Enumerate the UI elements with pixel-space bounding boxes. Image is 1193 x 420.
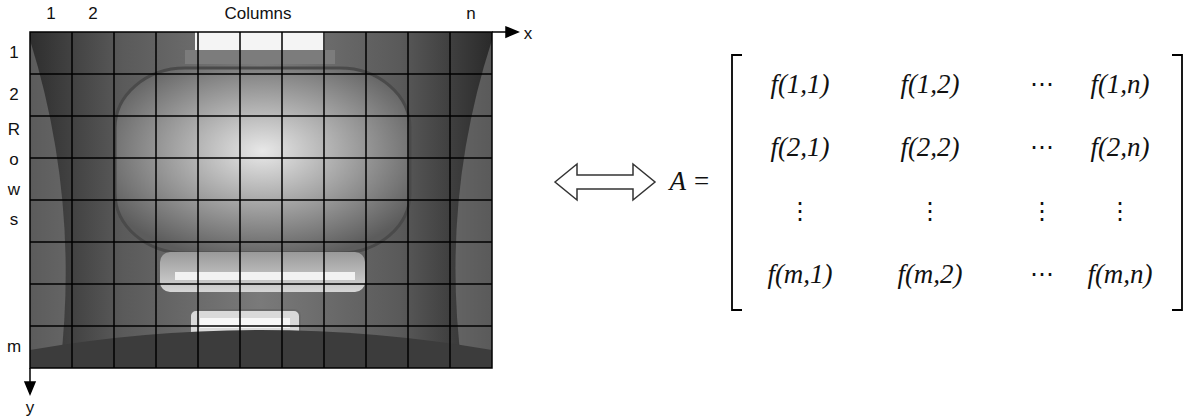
axes [25,27,518,394]
right-bracket [1172,55,1182,310]
row-number: 1 [9,43,18,63]
axis-title: Columns [224,4,291,24]
matrix-entry: f(2,2) [900,132,959,163]
matrix-dots: ⋯ [1030,134,1054,162]
matrix-entry: f(1,n) [1090,69,1149,100]
matrix-dots: ⋯ [1030,261,1054,289]
grid-border [30,32,492,368]
matrix-dots: ⋮ [788,198,812,226]
column-number: 1 [46,4,55,24]
row-number: 2 [9,85,18,105]
matrix-entry: f(m,n) [1087,259,1152,290]
matrix-entry: f(m,2) [897,259,962,290]
x-arrowhead [506,27,518,37]
photo-rim [185,50,335,64]
left-bracket [732,55,742,310]
photo-bottom [30,330,492,368]
double-arrow [555,164,655,200]
axis-title-letter: o [9,150,18,170]
photo-bar [160,252,365,292]
axis-name: y [26,398,35,418]
matrix-entry: f(2,n) [1090,132,1149,163]
row-number: m [7,337,21,357]
matrix-entry: f(1,1) [770,69,829,100]
matrix-dots: ⋮ [1030,198,1054,226]
matrix-dots: ⋮ [918,198,942,226]
pixel-grid [30,32,492,368]
y-arrowhead [25,382,35,394]
matrix-name: A = [670,166,711,197]
photo-ground [30,32,492,368]
photo-side [30,40,66,368]
axis-title-letter: s [10,210,19,230]
grid-rows [30,74,492,326]
matrix-entry: f(m,1) [767,259,832,290]
axis-title-letter: w [8,180,20,200]
matrix-dots: ⋮ [1108,198,1132,226]
photo-bar-edge [175,272,355,280]
column-number: 2 [88,4,97,24]
photo-side [455,40,492,368]
axis-title-letter: R [8,120,20,140]
matrix-entry: f(1,2) [900,69,959,100]
column-number: n [466,4,475,24]
matrix-dots: ⋯ [1030,71,1054,99]
photo [30,32,492,368]
axis-name: x [524,24,533,44]
photo-lamp [195,32,325,50]
matrix-entry: f(2,1) [770,132,829,163]
